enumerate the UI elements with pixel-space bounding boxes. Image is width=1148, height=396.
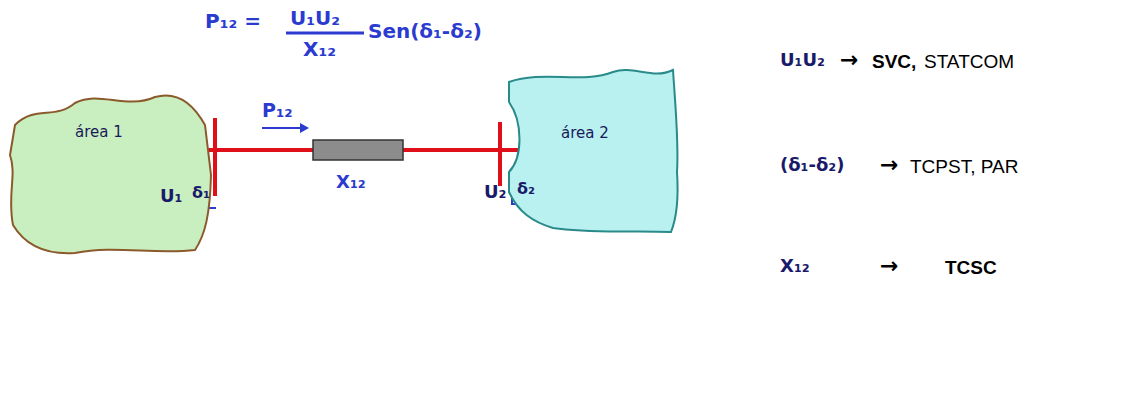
area-region: área 2 <box>503 62 681 236</box>
formula-numerator: U₁U₂ <box>290 7 340 30</box>
region-shape <box>509 70 678 232</box>
device-name: SVC, <box>872 51 916 73</box>
area-region: área 1 <box>5 85 213 257</box>
voltage-label: U₁ <box>160 186 183 207</box>
arrow-symbol: → <box>880 253 898 278</box>
formula-denominator: X₁₂ <box>303 38 336 61</box>
bus-bar <box>498 122 502 186</box>
fraction-bar <box>286 32 364 35</box>
device-name: STATCOM <box>924 51 1014 73</box>
formula-lhs: P₁₂ = <box>205 10 261 33</box>
voltage-label: U₂ <box>484 182 507 203</box>
illustration <box>176 33 541 208</box>
device-parameter: X₁₂ <box>780 256 810 277</box>
formula-sine: Sen(δ₁-δ₂) <box>368 20 482 43</box>
device-name: TCPST, PAR <box>910 156 1018 178</box>
reactance-box <box>313 140 403 160</box>
arrow-symbol: → <box>880 152 898 177</box>
angle-label: δ₁ <box>192 184 210 202</box>
reactance-label: X₁₂ <box>336 172 366 193</box>
device-parameter: (δ₁-δ₂) <box>780 155 844 176</box>
area-name: área 1 <box>75 123 123 141</box>
device-parameter: U₁U₂ <box>780 50 825 71</box>
power-flow-label: P₁₂ <box>262 100 293 122</box>
region-outline <box>503 62 681 236</box>
device-name: TCSC <box>945 257 997 279</box>
arrow-symbol: → <box>840 47 858 72</box>
flow-arrow-head <box>300 123 309 133</box>
region-outline <box>5 85 213 257</box>
bus-bar <box>213 118 217 196</box>
area-name: área 2 <box>561 124 609 142</box>
angle-label: δ₂ <box>517 180 535 198</box>
flow-arrow <box>262 127 300 129</box>
region-shape <box>10 95 211 253</box>
